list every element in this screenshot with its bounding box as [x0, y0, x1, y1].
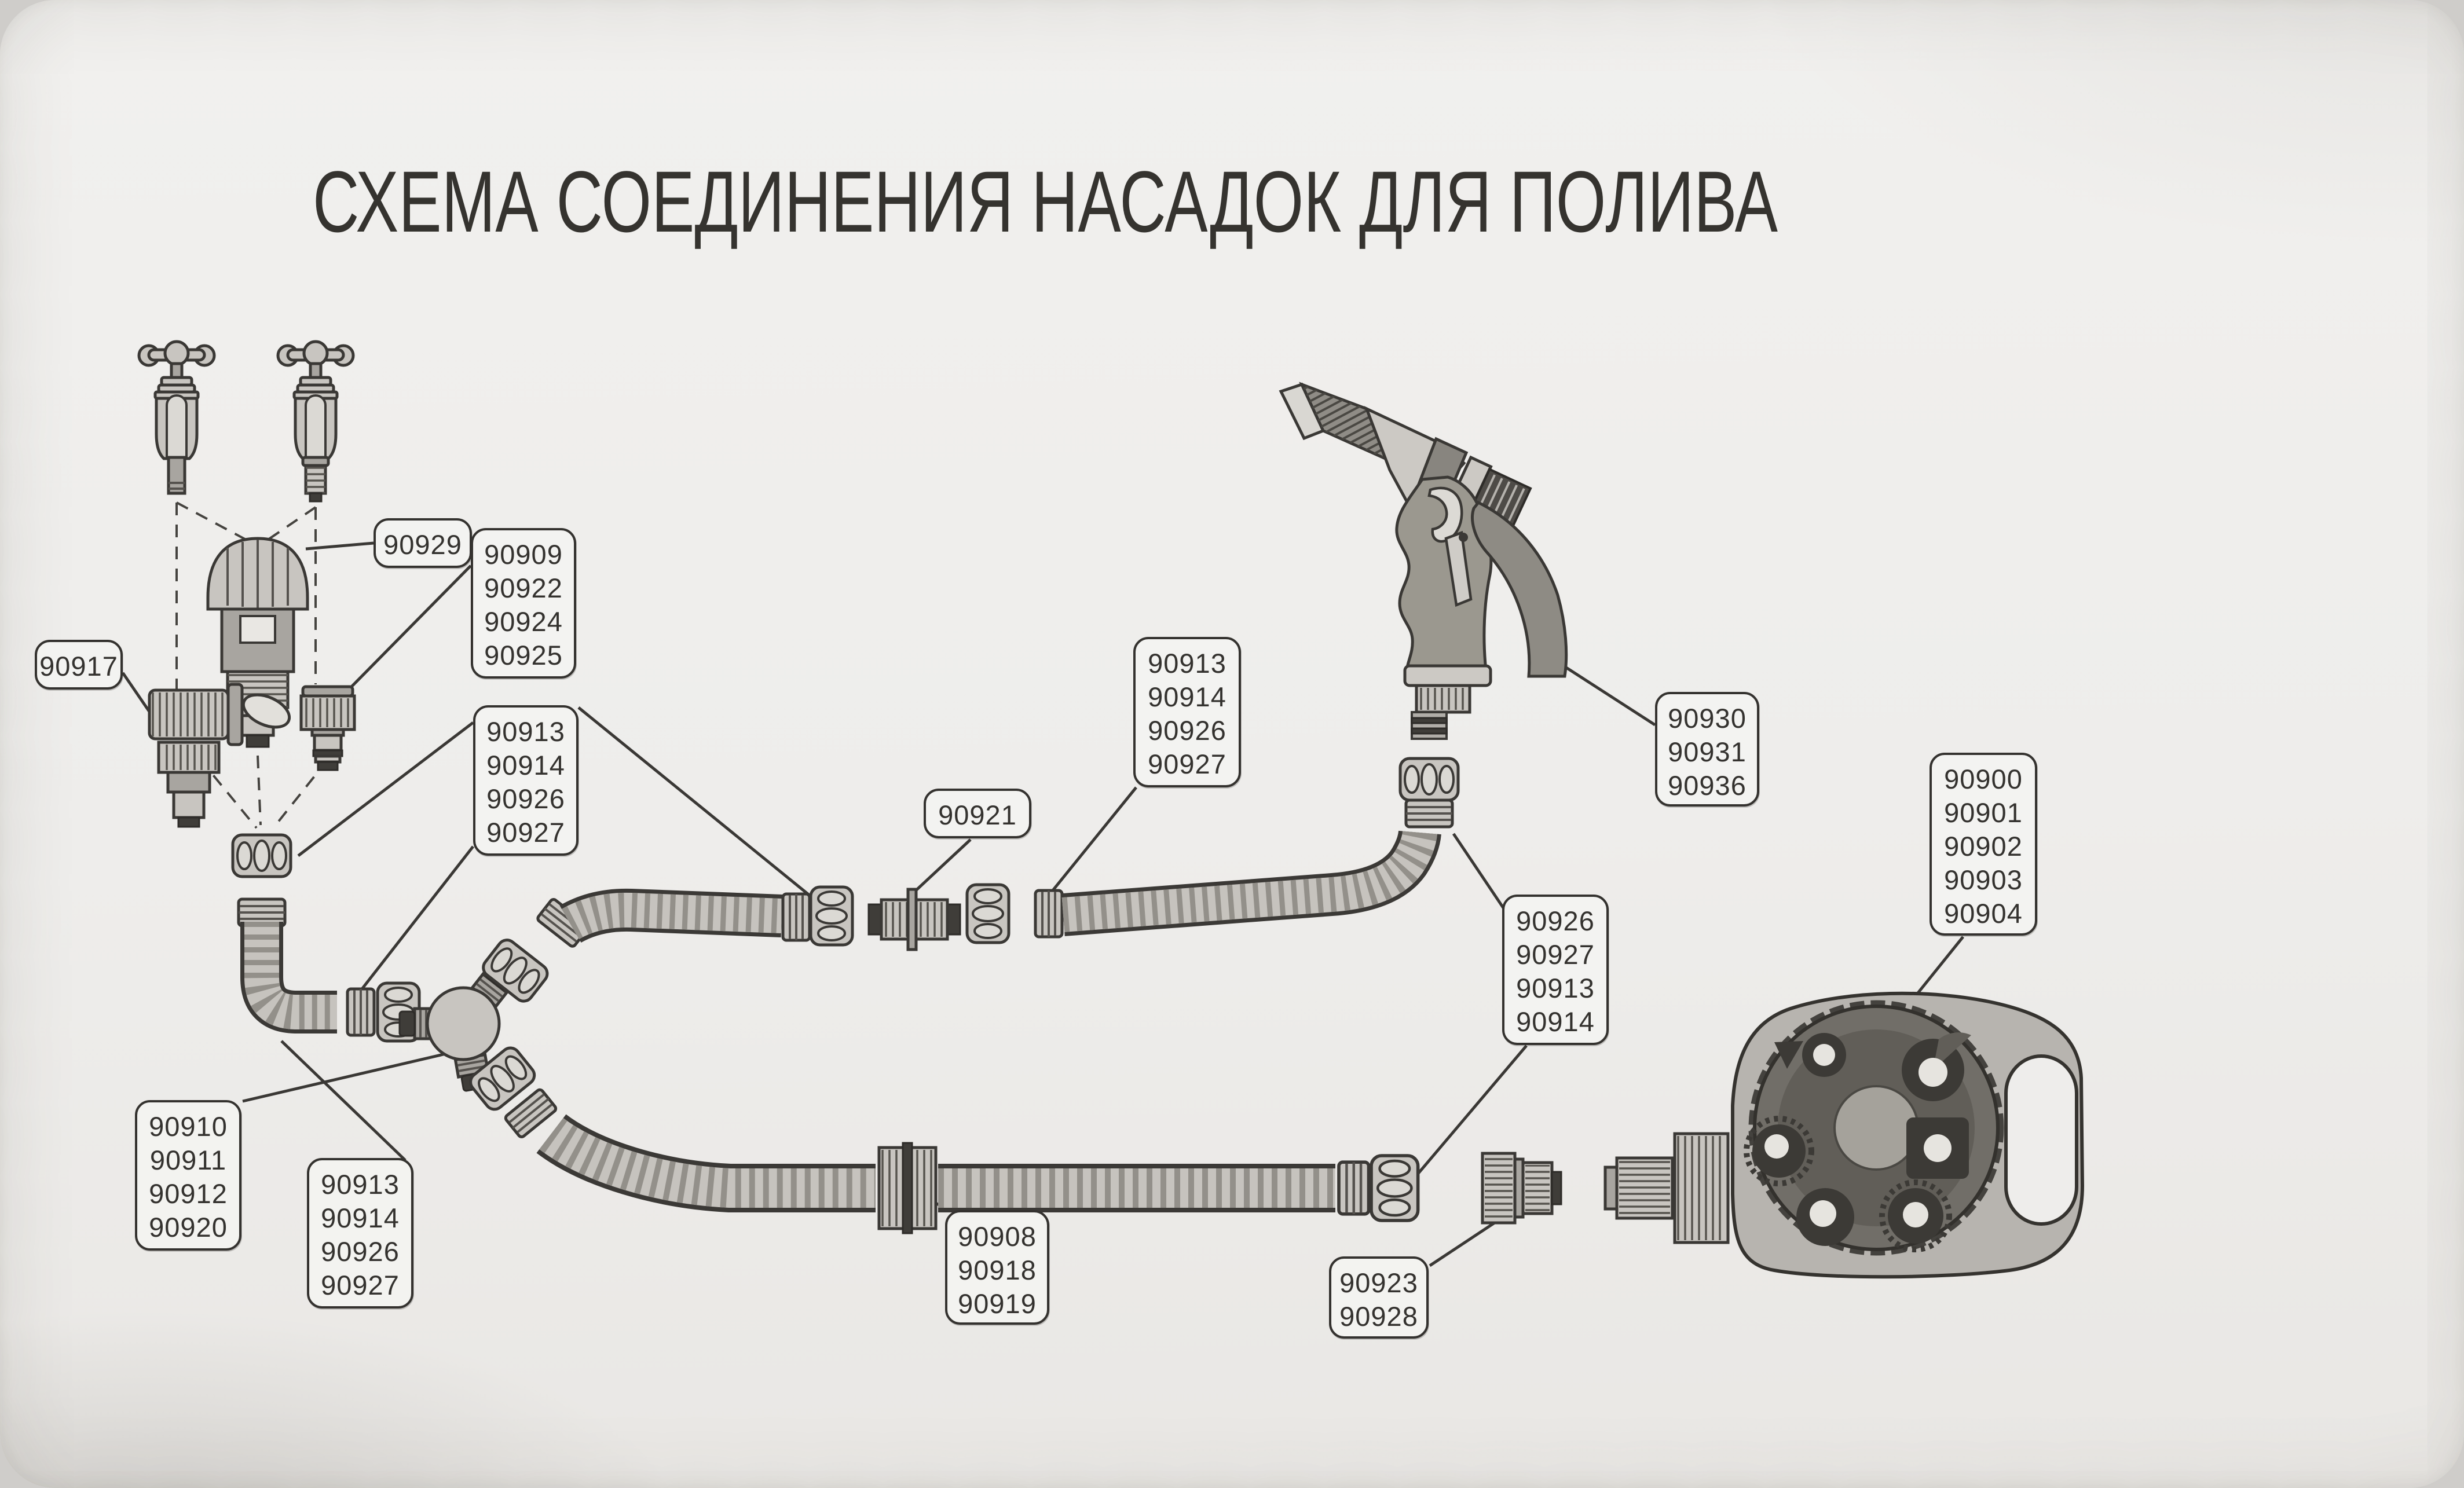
part-number: 90926 — [321, 1236, 400, 1267]
part-label-90913-mid: 90913 90914 90926 90927 — [1133, 637, 1241, 787]
gun-trigger-guard — [1471, 500, 1568, 678]
elbow-hose-assembly — [233, 835, 419, 1041]
part-label-90923: 90923 90928 — [1329, 1256, 1429, 1339]
part-number: 90927 — [486, 817, 565, 848]
part-number: 90901 — [1944, 797, 2023, 828]
part-number: 90924 — [484, 606, 563, 637]
part-number: 90912 — [149, 1178, 228, 1209]
gun-trigger-lock — [1427, 486, 1463, 543]
part-number: 90908 — [958, 1221, 1037, 1252]
part-label-90913-bottom: 90913 90914 90926 90927 — [307, 1158, 413, 1309]
part-number: 90903 — [1944, 864, 2023, 895]
part-number: 90930 — [1668, 703, 1747, 734]
part-label-90929: 90929 — [374, 518, 472, 568]
part-label-90926-right: 90926 90927 90913 90914 — [1502, 895, 1609, 1045]
hose-mender-90908 — [877, 1142, 938, 1234]
part-number: 90914 — [486, 750, 565, 780]
hose-run-upper — [479, 758, 1458, 1005]
garden-tap-plain — [139, 342, 214, 495]
part-label-90913-left: 90913 90914 90926 90927 — [473, 705, 579, 856]
part-number: 90900 — [1944, 764, 2023, 794]
part-label-90930: 90930 90931 90936 — [1655, 692, 1759, 807]
part-number: 90911 — [149, 1145, 227, 1175]
three-way-connector-90910 — [400, 962, 516, 1092]
part-number: 90920 — [149, 1212, 228, 1243]
threaded-adapter-90923 — [1481, 1152, 1562, 1225]
threaded-adapter-90909 — [299, 685, 356, 771]
sprinkler-handle-hole — [2004, 1054, 2078, 1226]
part-number: 90919 — [958, 1288, 1037, 1319]
double-male-adapter-90921 — [867, 888, 961, 951]
part-number: 90923 — [1339, 1267, 1418, 1298]
part-number: 90913 — [1148, 648, 1226, 679]
part-label-90910: 90910 90911 90912 90920 — [135, 1100, 241, 1251]
part-number: 90929 — [383, 529, 462, 560]
part-number: 90914 — [1148, 681, 1226, 712]
part-number: 90913 — [321, 1169, 400, 1200]
part-number: 90936 — [1668, 770, 1747, 801]
spray-gun-90930 — [1279, 382, 1568, 740]
part-label-90908: 90908 90918 90919 — [945, 1210, 1049, 1325]
part-label-90909: 90909 90922 90924 90925 — [471, 528, 576, 679]
part-number: 90917 — [39, 651, 118, 681]
part-number: 90918 — [958, 1255, 1037, 1285]
part-number: 90914 — [1516, 1006, 1595, 1037]
part-number: 90925 — [484, 640, 563, 670]
part-label-90900: 90900 90901 90902 90903 90904 — [1930, 753, 2037, 936]
part-number: 90902 — [1944, 831, 2023, 862]
part-label-90917: 90917 — [35, 640, 123, 690]
part-number: 90913 — [486, 716, 565, 747]
part-label-90921: 90921 — [924, 789, 1031, 838]
part-number: 90921 — [938, 800, 1017, 830]
part-number: 90904 — [1944, 898, 2023, 929]
part-number: 90926 — [1516, 906, 1595, 936]
garden-tap-threaded — [278, 342, 353, 503]
part-number: 90927 — [1516, 939, 1595, 970]
part-number: 90914 — [321, 1203, 400, 1233]
sprinkler-nozzles — [1744, 1032, 1971, 1252]
part-number: 90913 — [1516, 973, 1595, 1003]
tap-connector-90917 — [148, 683, 291, 828]
part-number: 90927 — [1148, 749, 1226, 779]
part-number: 90910 — [149, 1111, 228, 1142]
part-number: 90928 — [1339, 1301, 1418, 1332]
part-number: 90931 — [1668, 736, 1747, 767]
part-number: 90922 — [484, 573, 563, 603]
multi-pattern-sprinkler-90900 — [1603, 991, 2085, 1279]
part-number: 90927 — [321, 1270, 400, 1300]
part-number: 90926 — [1148, 715, 1226, 746]
hose-run-lower — [467, 1044, 1562, 1234]
page-title: СХЕМА СОЕДИНЕНИЯ НАСАДОК ДЛЯ ПОЛИВА — [313, 153, 1778, 250]
part-number: 90926 — [486, 783, 565, 814]
part-number: 90909 — [484, 539, 563, 570]
